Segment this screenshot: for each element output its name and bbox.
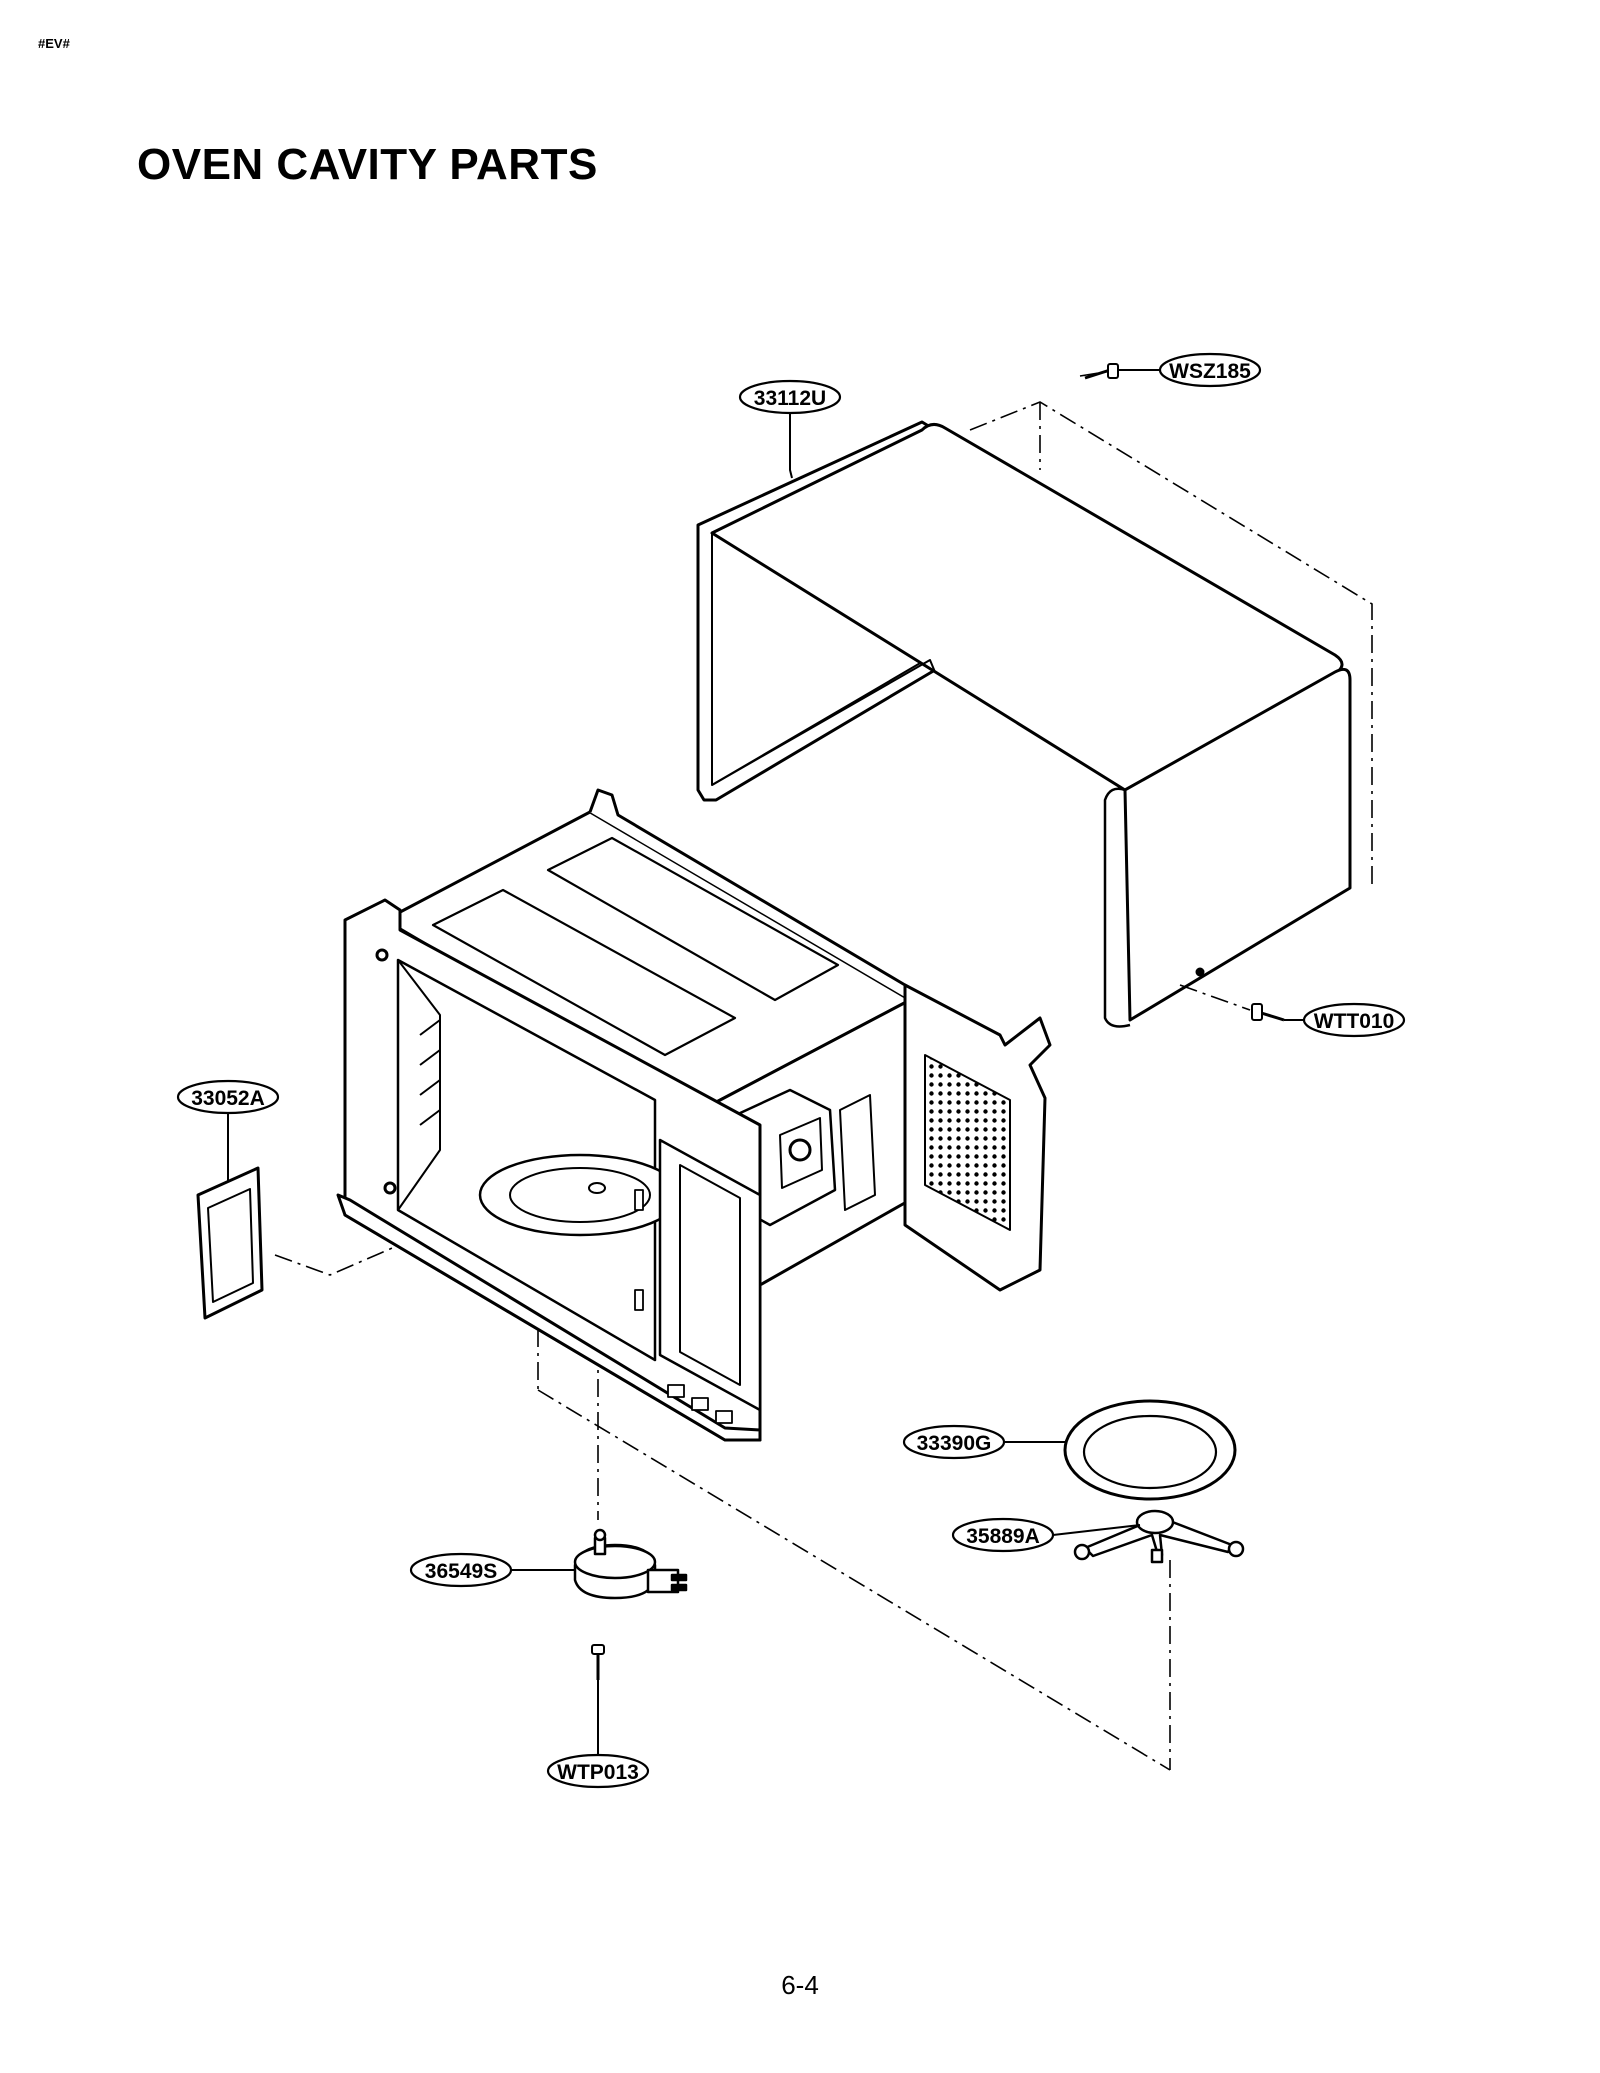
callout-36549s: 36549S bbox=[409, 1552, 513, 1588]
roller-ring-part bbox=[1073, 1509, 1245, 1564]
callout-33052a-label: 33052A bbox=[191, 1087, 265, 1110]
callout-wtp013: WTP013 bbox=[546, 1753, 650, 1789]
callout-35889a-label: 35889A bbox=[966, 1525, 1040, 1548]
screw-wtt010-part bbox=[1251, 1003, 1285, 1022]
callout-wtt010: WTT010 bbox=[1302, 1002, 1406, 1038]
callout-wtt010-label: WTT010 bbox=[1314, 1010, 1395, 1033]
glass-tray-part bbox=[1063, 1399, 1237, 1501]
callout-35889a: 35889A bbox=[951, 1517, 1055, 1553]
callout-33112u-label: 33112U bbox=[754, 387, 826, 410]
callout-33052a: 33052A bbox=[176, 1079, 280, 1115]
leader-lines bbox=[227, 369, 1304, 1755]
callout-33390g-label: 33390G bbox=[917, 1432, 992, 1455]
waveguide-cover-part bbox=[196, 1166, 264, 1320]
callout-33390g: 33390G bbox=[902, 1424, 1006, 1460]
screw-wtp013-part bbox=[591, 1644, 605, 1680]
callout-wtp013-label: WTP013 bbox=[557, 1761, 639, 1784]
callout-33112u: 33112U bbox=[738, 379, 842, 415]
header-mark: #EV# bbox=[38, 36, 70, 51]
callout-wsz185: WSZ185 bbox=[1158, 352, 1262, 388]
page-number: 6-4 bbox=[781, 1970, 819, 2000]
callout-wsz185-label: WSZ185 bbox=[1169, 360, 1251, 383]
callout-36549s-label: 36549S bbox=[425, 1560, 497, 1583]
screw-wsz185-part bbox=[1084, 363, 1119, 380]
oven-cavity-assembly bbox=[336, 788, 1052, 1442]
page-title: OVEN CAVITY PARTS bbox=[137, 140, 598, 189]
turntable-motor-part bbox=[573, 1528, 688, 1600]
outer-cabinet-part bbox=[696, 420, 1352, 1028]
